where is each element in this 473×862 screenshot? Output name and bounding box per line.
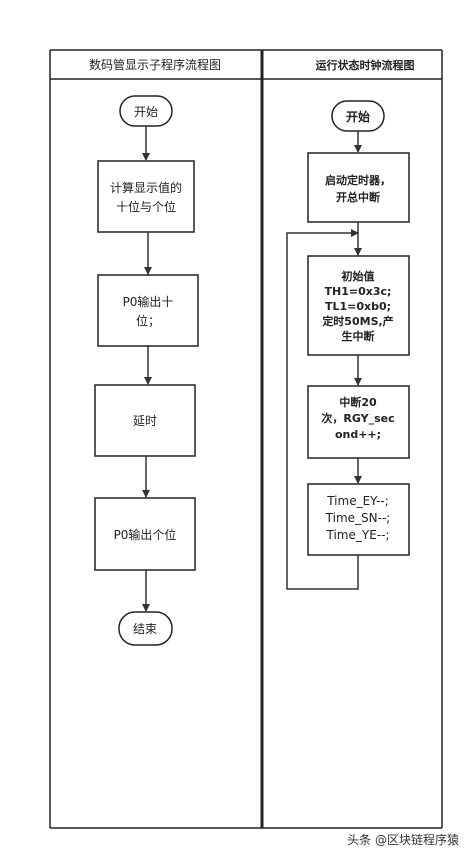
right-step-interrupt-line2: 次，RGY_sec: [321, 411, 394, 425]
right-start-label: 开始: [346, 109, 370, 124]
right-step-decrement-line3: Time_YE--;: [326, 528, 390, 542]
right-step-init-line2: TH1=0x3c;: [325, 285, 392, 298]
right-step-init-line4: 定时50MS,产: [322, 314, 393, 328]
left-lane-title: 数码管显示子程序流程图: [89, 57, 221, 72]
right-loop-back-line: [286, 229, 359, 590]
right-step-decrement: [307, 483, 410, 556]
right-step-init-line1: 初始值: [342, 269, 375, 283]
right-step-start-timer-line2: 开总中断: [336, 190, 380, 204]
left-step-delay: [94, 384, 196, 457]
left-step-compute-line2: 十位与个位: [116, 199, 176, 214]
left-flow: 开始 计算显示值的 十位与个位 P0输出十 位； 延时 P0输出个位 结束: [94, 95, 199, 646]
right-step-init-line3: TL1=0xb0;: [325, 300, 391, 313]
left-step-output-tens: [97, 274, 199, 347]
left-end-label: 结束: [133, 622, 157, 636]
left-step-output-ones: [94, 497, 196, 571]
left-step-output-tens-line1: P0输出十: [123, 294, 174, 309]
watermark: 头条 @区块链程序猿: [347, 833, 459, 847]
right-step-interrupt-count: [307, 385, 410, 459]
left-start-label: 开始: [134, 105, 158, 119]
left-end-node: [118, 611, 173, 646]
left-step-output-tens-line2: 位；: [136, 313, 160, 328]
right-step-interrupt-line1: 中断20: [339, 395, 377, 409]
right-step-init-value: [307, 255, 410, 356]
right-flow: 开始 启动定时器， 开总中断 初始值 TH1=0x3c; TL1=0xb0; 定…: [286, 100, 410, 590]
swimlane-frame: [49, 49, 443, 829]
right-step-init-line5: 生中断: [342, 329, 375, 343]
right-lane-title: 运行状态时钟流程图: [316, 58, 415, 72]
right-step-decrement-line1: Time_EY--;: [326, 494, 389, 508]
left-step-delay-label: 延时: [133, 414, 157, 428]
right-step-interrupt-line3: ond++;: [335, 428, 381, 441]
left-step-compute-line1: 计算显示值的: [110, 180, 182, 195]
left-step-output-ones-label: P0输出个位: [114, 527, 177, 542]
right-step-decrement-line2: Time_SN--;: [325, 511, 391, 525]
left-step-compute: [97, 160, 195, 233]
right-step-start-timer-line1: 启动定时器，: [325, 173, 391, 187]
right-step-start-timer: [307, 152, 410, 223]
